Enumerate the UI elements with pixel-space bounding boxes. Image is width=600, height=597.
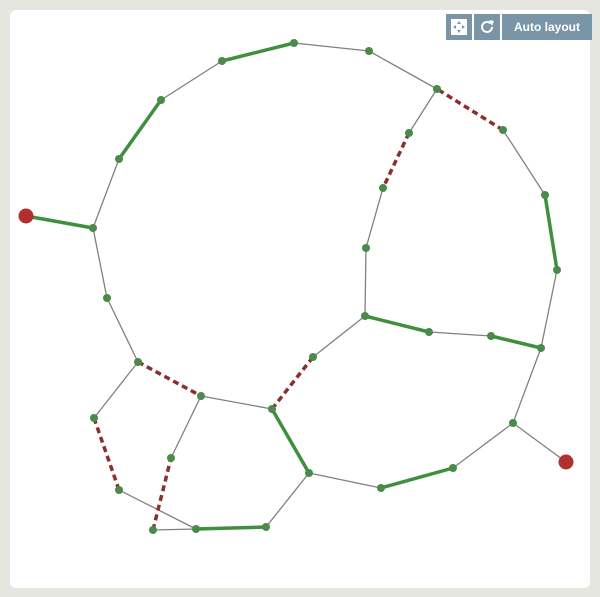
graph-node-j[interactable] [362, 244, 370, 252]
graph-node-ac[interactable] [149, 526, 157, 534]
graph-node-b[interactable] [115, 155, 123, 163]
graph-edge-12[interactable] [364, 314, 430, 334]
graph-node-o[interactable] [553, 266, 561, 274]
graph-node-a[interactable] [89, 224, 97, 232]
graph-node-i[interactable] [379, 184, 387, 192]
graph-edge-10[interactable] [365, 187, 384, 249]
graph-edge-14[interactable] [490, 334, 542, 350]
graph-edge-21[interactable] [137, 360, 202, 398]
graph-edge-36[interactable] [265, 472, 310, 528]
graph-node-k[interactable] [361, 312, 369, 320]
graph-node-z[interactable] [509, 419, 517, 427]
graph-edge-1[interactable] [25, 214, 94, 230]
graph-node-t[interactable] [197, 392, 205, 400]
graph-edge-24[interactable] [312, 315, 366, 358]
graph-edge-8[interactable] [408, 88, 438, 134]
graph-edge-13[interactable] [428, 331, 492, 337]
toolbar: Auto layout [446, 14, 592, 40]
graph-node-r[interactable] [103, 294, 111, 302]
refresh-icon [481, 20, 494, 33]
graph-edge-30[interactable] [512, 422, 567, 463]
graph-node-q[interactable] [499, 126, 507, 134]
graph-edge-23[interactable] [270, 355, 315, 411]
graph-node-ab[interactable] [115, 486, 123, 494]
graph-node-h[interactable] [405, 129, 413, 137]
graph-edge-2[interactable] [92, 158, 120, 229]
graph-node-y[interactable] [449, 464, 457, 472]
graph-edge-29[interactable] [512, 347, 542, 424]
start-node[interactable] [18, 208, 34, 224]
auto-layout-button[interactable]: Auto layout [502, 14, 592, 40]
graph-node-g[interactable] [433, 85, 441, 93]
graph-edge-9[interactable] [381, 132, 411, 189]
graph-edge-38[interactable] [170, 395, 202, 459]
graph-node-u[interactable] [268, 405, 276, 413]
graph-node-w[interactable] [305, 469, 313, 477]
graph-edge-22[interactable] [200, 395, 273, 410]
graph-node-p[interactable] [541, 191, 549, 199]
graph-edge-25[interactable] [270, 408, 311, 474]
fit-to-view-icon [451, 19, 467, 35]
graph-edge-18[interactable] [436, 87, 504, 132]
graph-node-x[interactable] [377, 484, 385, 492]
graph-edge-31[interactable] [93, 361, 139, 419]
graph-node-e[interactable] [290, 39, 298, 47]
graph-node-ae[interactable] [262, 523, 270, 531]
graph-edge-20[interactable] [106, 297, 139, 363]
graph-edge-15[interactable] [540, 269, 558, 349]
graph-edge-28[interactable] [452, 422, 514, 469]
fit-to-view-button[interactable] [446, 14, 472, 40]
graph-edge-32[interactable] [92, 417, 121, 491]
graph-node-af[interactable] [167, 454, 175, 462]
graph-edge-16[interactable] [543, 194, 559, 271]
graph-edge-3[interactable] [117, 98, 163, 161]
graph-node-aa[interactable] [90, 414, 98, 422]
graph-edge-7[interactable] [368, 50, 438, 90]
graph-node-v[interactable] [309, 353, 317, 361]
graph-edge-26[interactable] [308, 472, 382, 489]
graph-node-l[interactable] [425, 328, 433, 336]
graph-node-c[interactable] [157, 96, 165, 104]
graph-node-d[interactable] [218, 57, 226, 65]
graph-node-f[interactable] [365, 47, 373, 55]
graph-node-m[interactable] [487, 332, 495, 340]
graph-edge-5[interactable] [221, 41, 295, 63]
graph-edge-27[interactable] [380, 466, 454, 490]
graph-edge-35[interactable] [195, 525, 267, 531]
refresh-button[interactable] [474, 14, 500, 40]
graph-edge-11[interactable] [364, 247, 367, 317]
graph-node-n[interactable] [537, 344, 545, 352]
graph-edge-4[interactable] [160, 60, 223, 101]
graph-edge-37[interactable] [151, 457, 173, 531]
graph-node-s[interactable] [134, 358, 142, 366]
graph-edge-17[interactable] [502, 129, 546, 196]
graph-edge-19[interactable] [92, 227, 108, 299]
graph-node-ad[interactable] [192, 525, 200, 533]
end-node[interactable] [558, 454, 574, 470]
graph-edge-6[interactable] [293, 42, 370, 52]
graph-edge-34[interactable] [152, 528, 197, 531]
